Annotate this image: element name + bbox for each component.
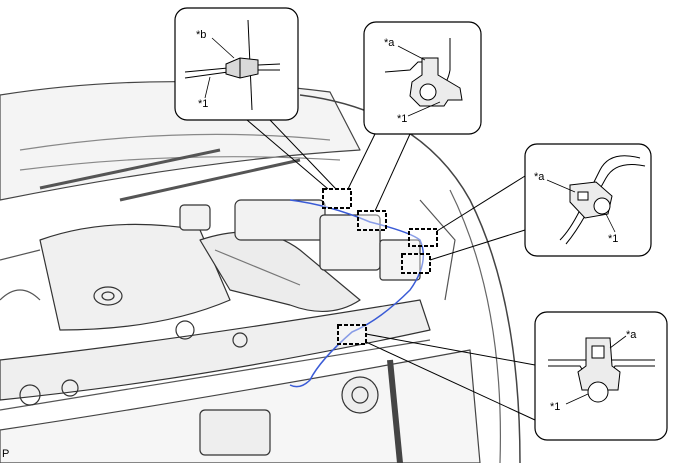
engine-cover (39, 223, 231, 331)
toyota-emblem (93, 286, 123, 306)
intake-manifold (234, 199, 326, 241)
callout-bottom-right-label-a: *a (626, 329, 637, 341)
wiring-harness (289, 199, 425, 388)
harness-section (587, 381, 609, 403)
clamp-highlight-5 (337, 324, 367, 345)
callout-right-middle-label-a: *a (534, 171, 545, 183)
callout-right-middle-label-1: *1 (608, 233, 618, 245)
callout-top-right: *a *1 (363, 21, 482, 135)
clamp-highlight-3 (408, 228, 438, 247)
callout-top-left-label-b: *b (196, 29, 206, 41)
callout-right-middle: *a *1 (524, 143, 652, 257)
horn (341, 376, 379, 414)
figure-code: P (2, 448, 10, 460)
callout-top-left-label-1: *1 (198, 98, 208, 110)
clamp-highlight-1 (322, 188, 352, 209)
clamp-highlight-boxes (322, 188, 438, 345)
callout-bottom-right-label-1: *1 (550, 401, 560, 413)
callout-top-right-label-1: *1 (397, 113, 407, 125)
engine-bay-illustration (0, 81, 521, 463)
harness-section (593, 197, 611, 215)
clamp-highlight-2 (357, 210, 387, 231)
radiator-support (0, 299, 431, 401)
harness-section (419, 83, 437, 101)
clamp-highlight-4 (401, 253, 431, 274)
callout-top-right-label-a: *a (384, 37, 395, 49)
callout-top-left: *b *1 (174, 7, 299, 121)
callout-bottom-right: *a *1 (534, 311, 668, 441)
wiper-arm (39, 148, 221, 190)
leader-lines (246, 119, 536, 421)
